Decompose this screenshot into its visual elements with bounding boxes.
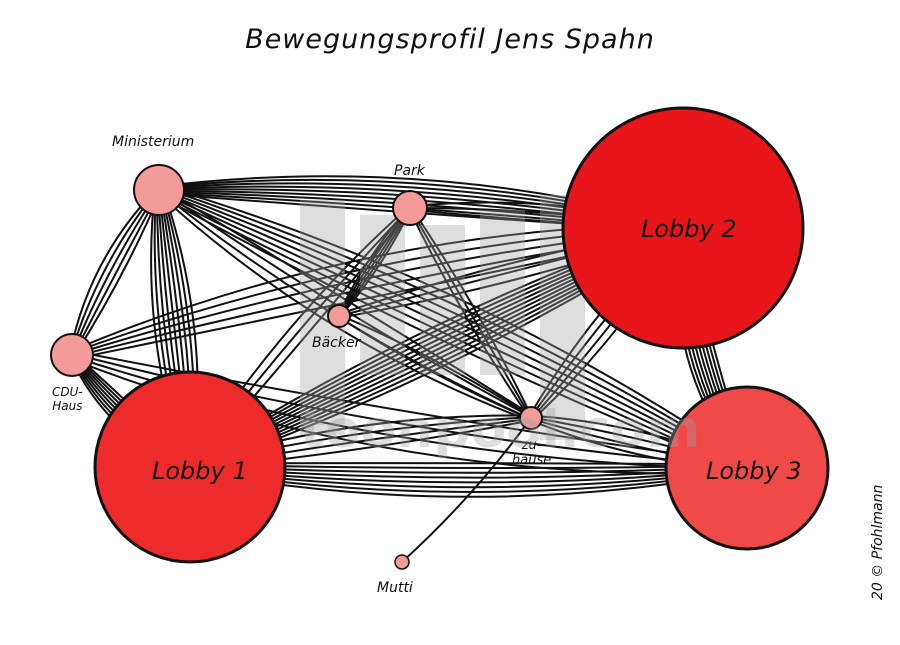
baecker-zuhause-line-1 — [338, 313, 533, 418]
ministerium-lobby3-line-6 — [156, 191, 747, 472]
zuhause-mutti-line-1 — [401, 417, 532, 563]
park-zuhause-line-1 — [410, 206, 534, 419]
zuhause-node — [519, 406, 543, 430]
label-lobby2: Lobby 2 — [641, 215, 737, 243]
lobby1-node — [93, 370, 287, 564]
park-node — [392, 190, 428, 226]
label-ministerium: Ministerium — [112, 134, 195, 150]
ministerium-cdu-line-2 — [72, 189, 162, 357]
label-mutti: Mutti — [377, 580, 413, 596]
label-lobby1: Lobby 1 — [152, 457, 248, 485]
park-zuhause-line-3 — [407, 207, 531, 420]
diagram-title: Bewegungsprofil Jens Spahn — [245, 24, 655, 55]
mutti-node — [394, 554, 410, 570]
lobby2-node — [561, 106, 805, 350]
ministerium-lobby3-line-5 — [157, 190, 748, 471]
label-cdu-haus: CDU- Haus — [52, 385, 83, 413]
park-zuhause-line-2 — [409, 207, 532, 419]
label-zuhause: zu- hause — [512, 438, 551, 468]
label-zuhause-line1: zu- — [521, 438, 542, 453]
cdu-haus-node — [50, 333, 94, 377]
label-cdu-haus-line2: Haus — [52, 399, 83, 413]
label-park: Park — [394, 163, 425, 179]
ministerium-cdu-line-4 — [69, 188, 159, 356]
label-cdu-haus-line1: CDU- — [52, 385, 83, 399]
ministerium-lobby3-line-1 — [160, 184, 751, 465]
label-zuhause-line2: hause — [512, 453, 552, 468]
ministerium-node — [133, 164, 185, 216]
lobby3-node — [664, 385, 830, 551]
artist-credit: 20 © Pfohlmann — [870, 484, 886, 600]
baecker-zuhause-line-2 — [337, 316, 532, 421]
watermark-text: toonpool.com — [300, 400, 701, 460]
baecker-node — [327, 304, 351, 328]
label-baecker: Bäcker — [312, 335, 361, 351]
label-lobby3: Lobby 3 — [706, 457, 802, 485]
